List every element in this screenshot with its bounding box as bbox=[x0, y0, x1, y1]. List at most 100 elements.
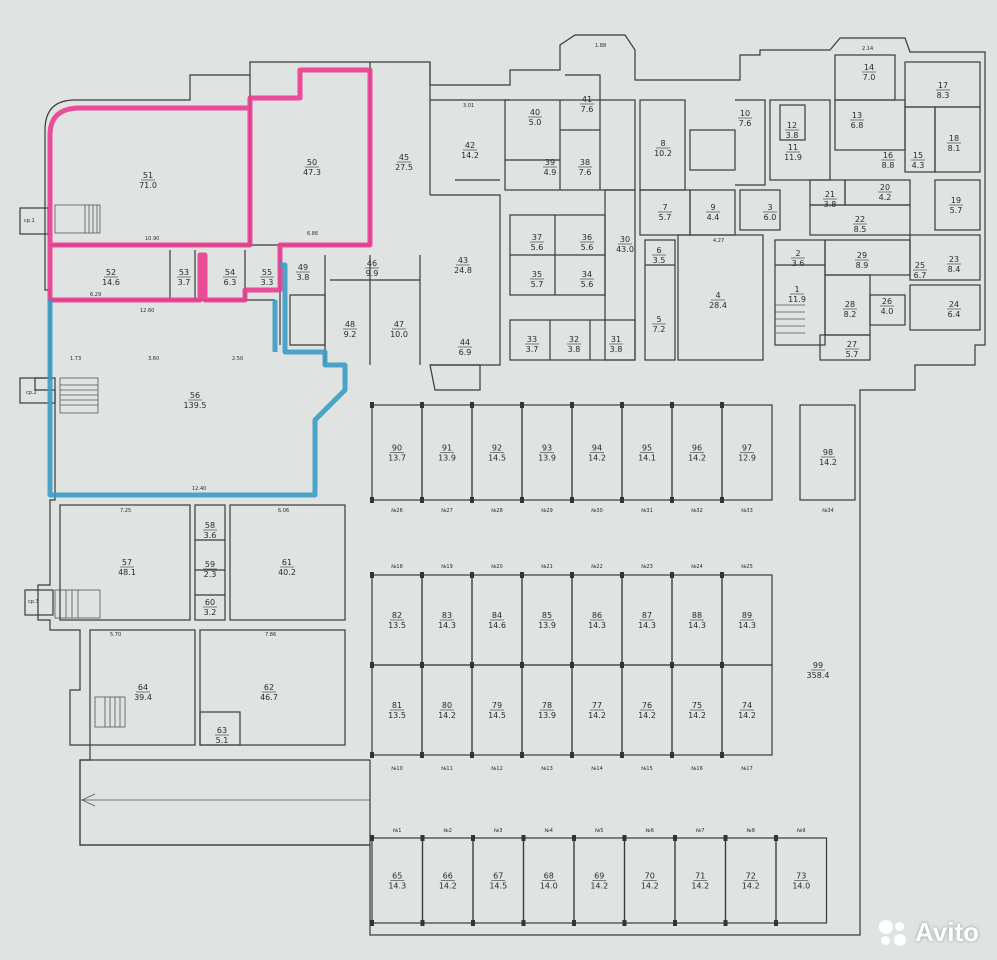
column-post bbox=[420, 835, 425, 841]
room-area: 7.6 bbox=[581, 105, 594, 114]
dim-label: 1.73 bbox=[70, 356, 81, 362]
bay-number-label: №14 bbox=[591, 766, 603, 772]
column-post bbox=[470, 752, 474, 758]
bay-number-label: №27 bbox=[441, 508, 453, 514]
room-number: 42 bbox=[465, 141, 475, 150]
bay-area: 14.2 bbox=[688, 711, 706, 720]
bay-number-label: №25 bbox=[741, 564, 753, 570]
bay-room-number: 79 bbox=[492, 701, 502, 710]
room-number: 47 bbox=[394, 320, 404, 329]
column-post bbox=[370, 572, 374, 578]
room-number: 35 bbox=[532, 270, 542, 279]
bay-room-number: 92 bbox=[492, 444, 502, 453]
room-number: 9 bbox=[710, 203, 715, 212]
bay-room-number: 83 bbox=[442, 611, 452, 620]
column-post bbox=[470, 497, 474, 503]
room-number: 28 bbox=[845, 300, 855, 309]
room-area: 39.4 bbox=[134, 693, 152, 702]
room-area: 5.6 bbox=[531, 243, 544, 252]
room-area: 14.2 bbox=[819, 458, 837, 467]
room-area: 3.8 bbox=[297, 273, 310, 282]
room-area: 6.0 bbox=[764, 213, 777, 222]
bay-area: 13.7 bbox=[388, 454, 406, 463]
room-area: 5.6 bbox=[581, 280, 594, 289]
room-area: 8.3 bbox=[937, 91, 950, 100]
column-post bbox=[570, 572, 574, 578]
bay-number-label: №11 bbox=[441, 766, 453, 772]
column-post bbox=[570, 752, 574, 758]
bay-area: 14.3 bbox=[638, 621, 656, 630]
bay-number-label: №12 bbox=[491, 766, 503, 772]
room-number: 64 bbox=[138, 683, 148, 692]
room-area: 3.3 bbox=[261, 278, 274, 287]
bay-room-number: 85 bbox=[542, 611, 552, 620]
room-number: 18 bbox=[949, 134, 959, 143]
room-number: 43 bbox=[458, 256, 468, 265]
room-area: 5.6 bbox=[581, 243, 594, 252]
room-number: 57 bbox=[122, 558, 132, 567]
room-area: 4.4 bbox=[707, 213, 720, 222]
avito-logo-icon bbox=[877, 916, 909, 948]
bay-area: 14.3 bbox=[438, 621, 456, 630]
room-area: 24.8 bbox=[454, 266, 472, 275]
bay-room-number: 97 bbox=[742, 444, 752, 453]
room-number: 1 bbox=[794, 285, 799, 294]
room-number: 59 bbox=[205, 560, 215, 569]
room-area: 48.1 bbox=[118, 568, 136, 577]
room-number: 55 bbox=[262, 268, 272, 277]
room-area: 7.6 bbox=[739, 119, 752, 128]
bay-room-number: 91 bbox=[442, 444, 452, 453]
room-number: 30 bbox=[620, 235, 630, 244]
bay-number-label: №22 bbox=[591, 564, 603, 570]
bay-room-number: 82 bbox=[392, 611, 402, 620]
room-area: 11.9 bbox=[788, 295, 806, 304]
room-area: 27.5 bbox=[395, 163, 413, 172]
column-post bbox=[520, 402, 524, 408]
column-post bbox=[670, 752, 674, 758]
room-number: 7 bbox=[662, 203, 667, 212]
room-number: 21 bbox=[825, 190, 835, 199]
column-post bbox=[370, 497, 374, 503]
bay-area: 14.3 bbox=[388, 882, 406, 891]
room-number: 17 bbox=[938, 81, 948, 90]
room-area: 3.7 bbox=[526, 345, 539, 354]
bay-room-number: 65 bbox=[392, 872, 402, 881]
dim-label: 12.60 bbox=[140, 308, 154, 314]
bay-area: 14.2 bbox=[742, 882, 760, 891]
room-area: 8.5 bbox=[854, 225, 867, 234]
column-post bbox=[420, 752, 424, 758]
room-area: 40.2 bbox=[278, 568, 296, 577]
room-number: 5 bbox=[656, 315, 661, 324]
column-post bbox=[370, 920, 374, 926]
bay-area: 13.5 bbox=[388, 621, 406, 630]
bay-area: 14.2 bbox=[638, 711, 656, 720]
bay-area: 14.2 bbox=[738, 711, 756, 720]
bay-room-number: 78 bbox=[542, 701, 552, 710]
bay-number-label: №17 bbox=[741, 766, 753, 772]
column-post bbox=[572, 835, 576, 841]
room-area: 10.2 bbox=[654, 149, 672, 158]
room-number: 34 bbox=[582, 270, 592, 279]
column-post bbox=[720, 752, 724, 758]
bay-room-number: 95 bbox=[642, 444, 652, 453]
column-post bbox=[622, 920, 627, 926]
room-area: 7.6 bbox=[579, 168, 592, 177]
bay-number-label: №2 bbox=[444, 828, 452, 834]
room-number: 8 bbox=[660, 139, 665, 148]
room-area: 3.2 bbox=[204, 608, 217, 617]
column-post bbox=[520, 662, 524, 668]
room-number: 50 bbox=[307, 158, 317, 167]
column-post bbox=[673, 835, 677, 841]
room-labels: 5171.05047.34527.55214.6533.7546.3553.34… bbox=[102, 63, 963, 745]
bay-room-number: 88 bbox=[692, 611, 702, 620]
bay-room-number: 67 bbox=[493, 872, 503, 881]
bay-number-label: №1 bbox=[393, 828, 401, 834]
bay-area: 14.3 bbox=[588, 621, 606, 630]
room-area: 5.7 bbox=[846, 350, 859, 359]
parking-bay bbox=[775, 837, 828, 924]
bay-room-number: 71 bbox=[695, 872, 705, 881]
dim-label: 5.70 bbox=[110, 632, 121, 638]
room-area: 6.8 bbox=[851, 121, 864, 130]
room-area: 4.2 bbox=[879, 193, 892, 202]
